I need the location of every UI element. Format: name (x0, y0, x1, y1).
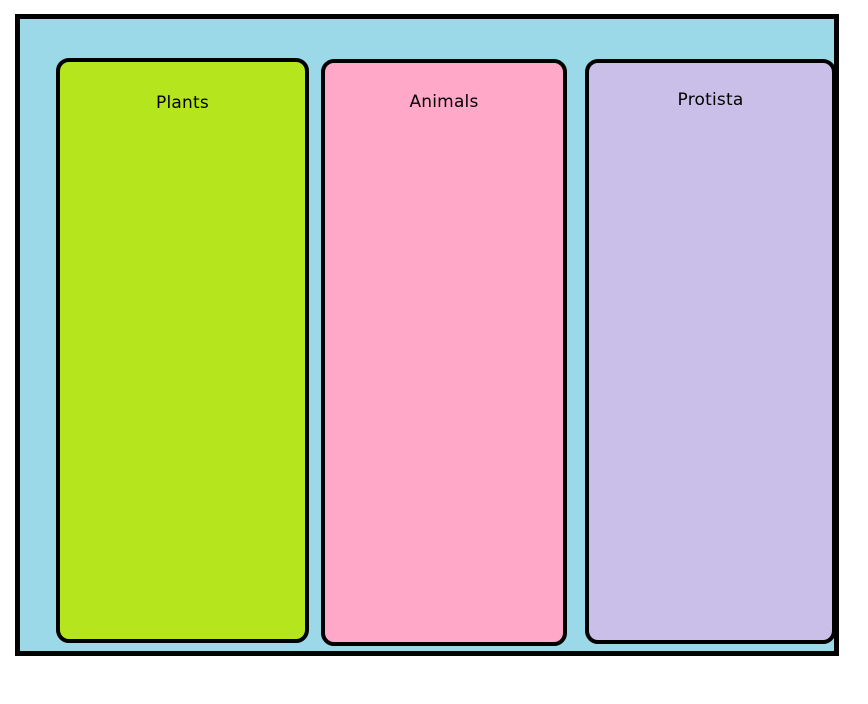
category-card-animals[interactable]: Animals (321, 59, 567, 646)
category-card-plants[interactable]: Plants (56, 58, 309, 643)
category-card-protista[interactable]: Protista (585, 59, 836, 644)
outer-frame-container: Plants Animals Protista (15, 14, 839, 656)
category-label-protista: Protista (677, 90, 744, 110)
category-label-plants: Plants (156, 93, 209, 113)
category-label-animals: Animals (409, 92, 479, 112)
